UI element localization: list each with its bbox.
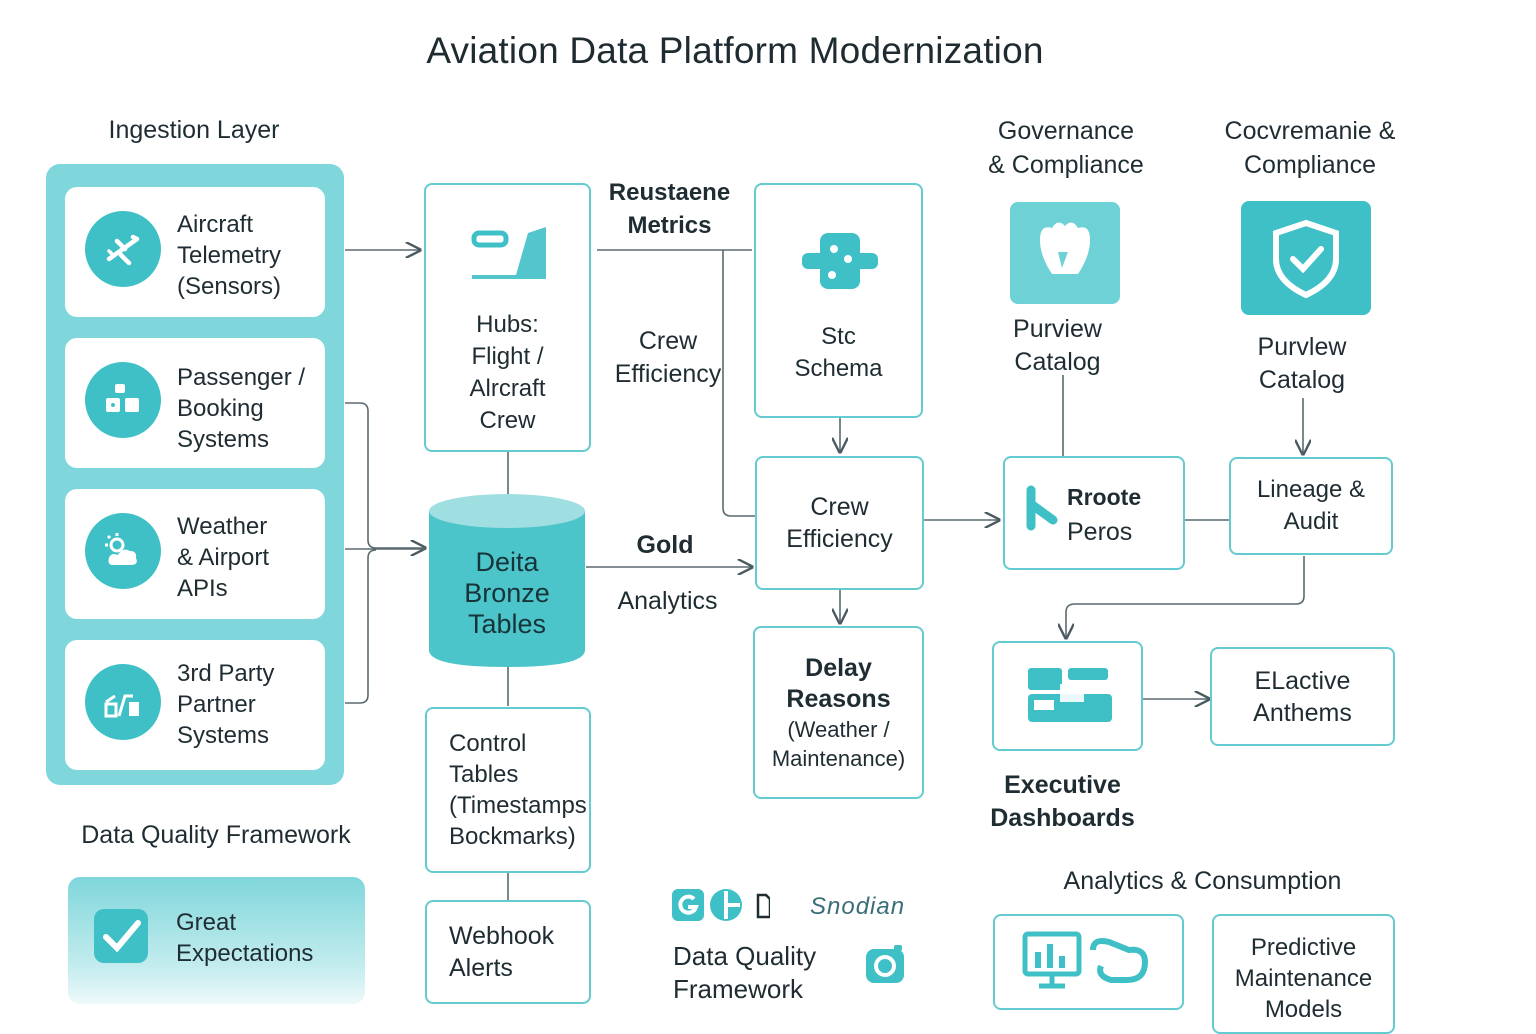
route-node[interactable]: Rroote Peros [1003, 456, 1185, 570]
lineage-audit-node[interactable]: Lineage & Audit [1229, 457, 1393, 555]
source-label: 3rd Party Partner Systems [177, 660, 275, 749]
route-icon [1026, 485, 1058, 531]
ingestion-layer-heading: Ingestion Layer [108, 116, 280, 144]
webhook-label: Webhook Alerts [449, 922, 555, 982]
predictive-maintenance-node[interactable]: Predictive Maintenance Models [1212, 914, 1395, 1034]
purview-catalog-label-1: Purview Catalog [1013, 315, 1102, 376]
metrics-edge-label: Reustaene Metrics [608, 179, 731, 239]
checkbox-icon [94, 909, 148, 963]
governance-heading-1: Governance & Compliance [988, 117, 1144, 179]
source-label: Passenger / Booking Systems [177, 364, 306, 453]
tool-logo-text: Snodian [810, 893, 906, 920]
crew-efficiency-node[interactable]: Crew Efficiency [755, 456, 924, 590]
executive-dashboards-label: Executive Dashboards [990, 771, 1135, 832]
bronze-tables-node[interactable]: Deita Bronze Tables [428, 493, 586, 668]
dashboard-icon [1027, 668, 1112, 722]
control-label: Control Tables (Timestamps Bockmarks) [449, 730, 587, 850]
webhook-alerts-node[interactable]: Webhook Alerts [425, 900, 591, 1004]
people-icon [85, 362, 161, 438]
analytics-consumption-heading: Analytics & Consumption [1063, 867, 1342, 895]
source-card-passenger[interactable]: Passenger / Booking Systems [65, 338, 325, 468]
governance-heading-2: Cocvremanie & Compliance [1224, 117, 1396, 179]
hubs-node[interactable]: Hubs: Flight / Alrcraft Crew [424, 183, 591, 452]
data-quality-heading: Data Quality Framework [81, 821, 351, 849]
control-tables-node[interactable]: Control Tables (Timestamps Bockmarks) [425, 707, 591, 873]
route-subtitle: Peros [1067, 518, 1133, 546]
gold-edge-label: Gold [636, 531, 694, 559]
analytics-edge-label: Analytics [617, 587, 718, 615]
crew-edge-label: Crew Efficiency [614, 327, 722, 388]
source-card-aircraft[interactable]: Aircraft Telemetry (Sensors) [65, 187, 325, 317]
monitor-chart-icon [1022, 931, 1148, 989]
puzzle-icon [802, 233, 878, 289]
chart-icon [471, 227, 546, 279]
great-expectations-label: Great Expectations [176, 909, 314, 967]
hubs-label: Hubs: Flight / Alrcraft Crew [469, 311, 546, 434]
source-card-partner[interactable]: 3rd Party Partner Systems [65, 640, 325, 770]
elactive-anthems-node[interactable]: ELactive Anthems [1210, 647, 1395, 746]
partner-icon [85, 664, 161, 740]
bronze-label: Deita Bronze Tables [464, 547, 550, 639]
delay-subtitle: (Weather / Maintenance) [771, 716, 906, 771]
catalog-icon [1010, 202, 1120, 304]
weather-icon [85, 513, 161, 589]
tool-logo-icons [672, 889, 770, 921]
airplane-icon [85, 211, 161, 287]
camera-icon [866, 945, 904, 983]
shield-icon [1241, 201, 1371, 315]
source-label: Aircraft Telemetry (Sensors) [177, 211, 282, 300]
schema-label: Stc Schema [794, 323, 883, 382]
page-title: Aviation Data Platform Modernization [426, 30, 1044, 71]
great-expectations-card[interactable]: Great Expectations [68, 877, 365, 1004]
database-icon [429, 494, 585, 667]
analytics-tools-node[interactable] [993, 914, 1184, 1010]
delay-reasons-node[interactable]: Delay Reasons (Weather / Maintenance) [753, 626, 924, 799]
source-card-weather[interactable]: Weather & Airport APIs [65, 489, 325, 619]
source-label: Weather & Airport APIs [177, 513, 270, 602]
delay-title: Delay Reasons [786, 653, 891, 713]
schema-node[interactable]: Stc Schema [754, 183, 923, 418]
tool-logos: Snodian [670, 887, 930, 927]
purview-catalog-label-2: Purvlew Catalog [1257, 333, 1347, 394]
tools-label: Data Quality Framework [673, 941, 817, 1004]
route-title: Rroote [1067, 484, 1142, 510]
executive-dashboards-node[interactable] [992, 641, 1143, 751]
